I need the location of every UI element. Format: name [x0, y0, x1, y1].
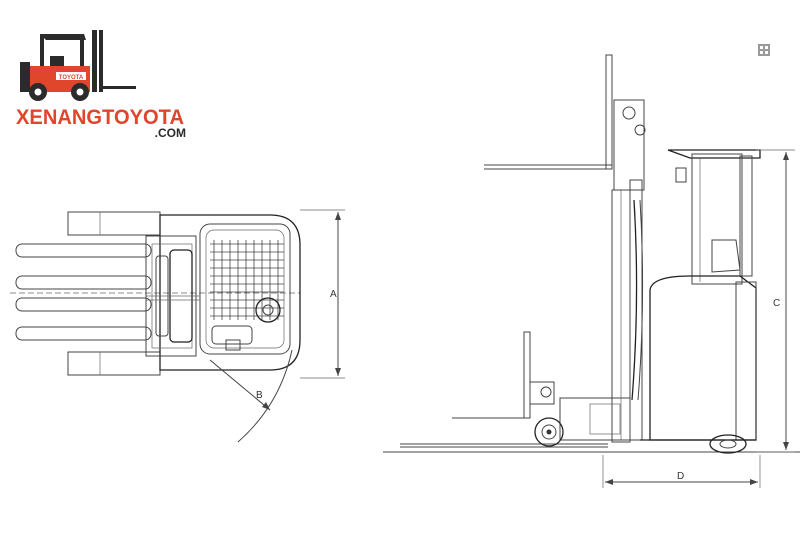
expand-icon[interactable] [758, 44, 770, 56]
side-view-drawing [383, 54, 800, 488]
top-view-forks [15, 243, 152, 341]
logo-badge: TOYOTA [59, 75, 84, 81]
dimension-a-label: A [330, 289, 337, 300]
dimension-c-label: C [773, 298, 780, 309]
top-view-drawing [10, 209, 345, 443]
dimension-b-label: B [256, 390, 263, 401]
dimension-d-label: D [677, 471, 684, 482]
logo-brand-text: XENANGTOYOTA [16, 106, 184, 129]
forklift-logo-icon: TOYOTA [20, 30, 136, 101]
brand-logo[interactable]: TOYOTA XENANGTOYOTA .COM [16, 30, 186, 140]
logo-domain-text: .COM [155, 126, 186, 140]
